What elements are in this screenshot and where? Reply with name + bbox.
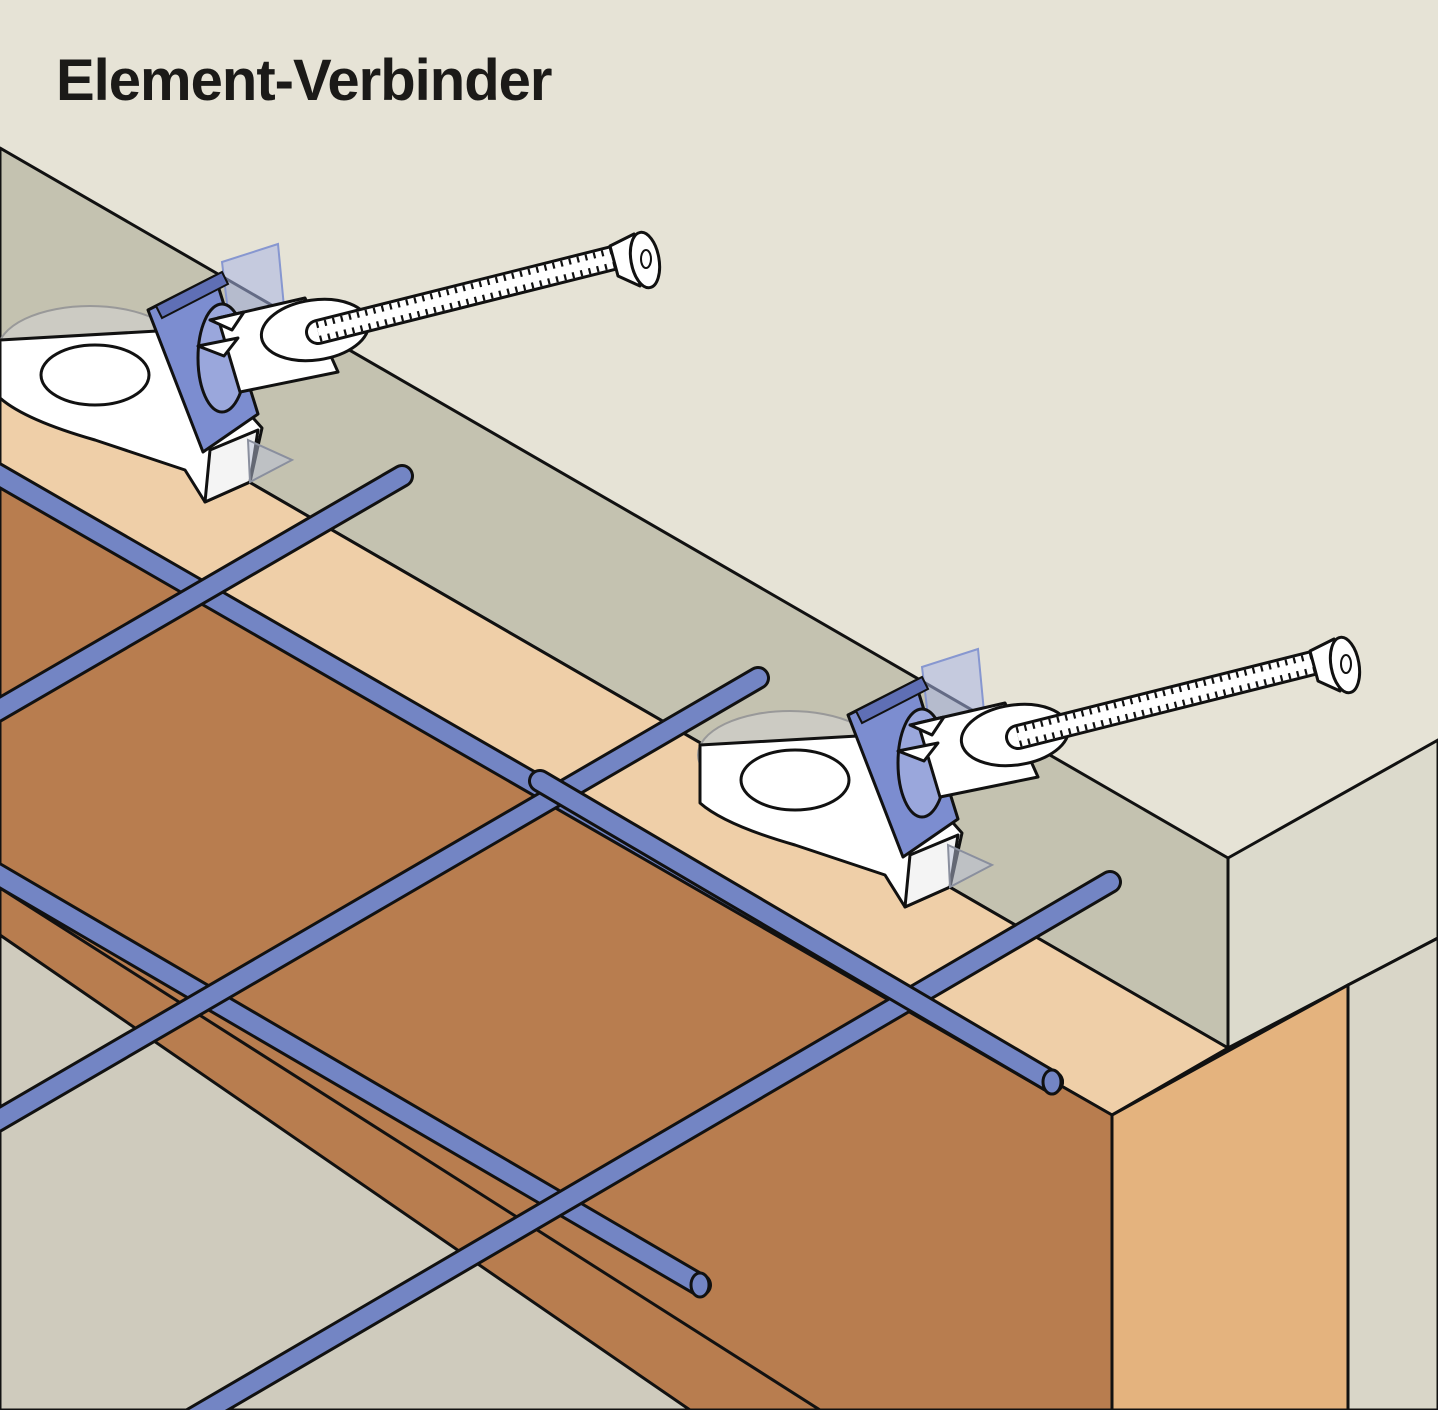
- rebar-cross-1: [0, 464, 414, 724]
- rebar-longitudinal-1-overlap: [528, 769, 1064, 1096]
- timber-bottom-edge: [0, 886, 821, 1410]
- rebar-cross-2: [0, 666, 770, 1134]
- lower-element-patch: [0, 933, 692, 1410]
- rebar-longitudinal-2: [0, 861, 712, 1299]
- lower-end-face: [1346, 936, 1438, 1410]
- timber-end-face: [1110, 983, 1350, 1410]
- rebar-cross-3: [183, 870, 1122, 1410]
- page-title: Element-Verbinder: [56, 48, 552, 113]
